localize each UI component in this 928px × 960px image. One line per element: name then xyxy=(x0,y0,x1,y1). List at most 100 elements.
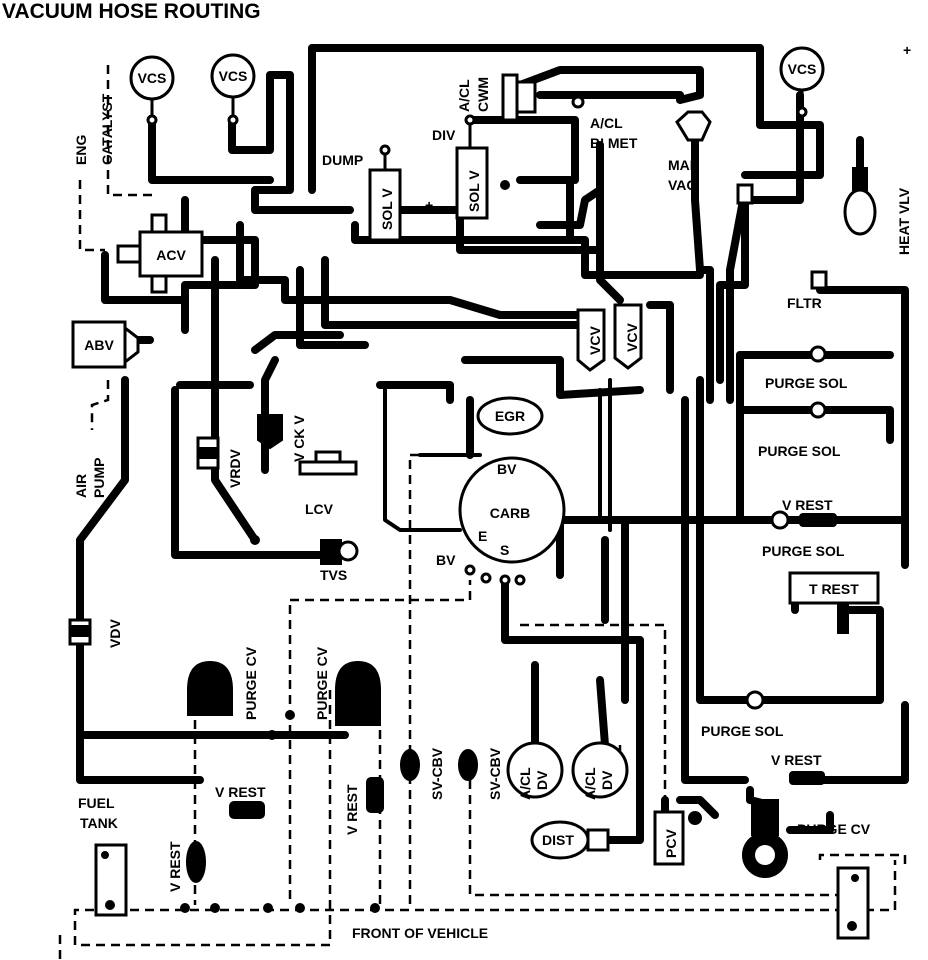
t-rest-label: T REST xyxy=(809,581,859,597)
dist-label: DIST xyxy=(542,832,574,848)
acl-cwm-label-2: CWM xyxy=(475,77,491,112)
v-rest-5-label: V REST xyxy=(344,784,360,835)
acl-dv-1-label-a: A/CL xyxy=(517,767,533,800)
vdv-label: VDV xyxy=(107,619,123,648)
purge-sol-4-label: PURGE SOL xyxy=(701,723,784,739)
vcv-valve-2: VCV xyxy=(613,303,643,370)
vcs-1-label: VCS xyxy=(138,70,167,86)
vcv-2-label: VCV xyxy=(624,323,640,352)
carb-port-2 xyxy=(480,572,492,584)
bv-top-label: BV xyxy=(497,461,517,477)
distributor: DIST xyxy=(530,820,610,860)
abv-valve: ABV xyxy=(71,320,140,369)
lcv-label: LCV xyxy=(305,501,334,517)
corner-mark: + xyxy=(903,42,911,58)
sol-v-1: SOL V xyxy=(368,144,402,242)
acv-label: ACV xyxy=(156,247,186,263)
v-rest-1-restrictor xyxy=(770,510,837,530)
carb-e-label: E xyxy=(478,528,487,544)
purge-sol-3-label: PURGE SOL xyxy=(762,543,845,559)
center-mark: + xyxy=(425,197,433,213)
carb-s-label: S xyxy=(500,542,509,558)
purge-cv-1: PURGE CV xyxy=(187,646,259,720)
pcv-label: PCV xyxy=(663,829,679,858)
purge-cv-1-label: PURGE CV xyxy=(243,646,259,720)
dashed-lines xyxy=(58,65,907,960)
vdv-valve: VDV xyxy=(68,618,123,648)
purge-cv-2-label: PURGE CV xyxy=(314,646,330,720)
acv-valve: ACV xyxy=(116,213,204,294)
acl-dv-1: A/CL DV xyxy=(506,741,564,800)
pcv-valve: PCV xyxy=(653,810,702,866)
v-rest-2-label: V REST xyxy=(771,752,822,768)
eng-label: ENG xyxy=(73,135,89,165)
fltr-label: FLTR xyxy=(787,295,822,311)
carburetor: BV CARB E S xyxy=(458,456,566,564)
right-bracket-bolt-1 xyxy=(851,874,859,882)
front-of-vehicle-label: FRONT OF VEHICLE xyxy=(352,925,488,941)
v-rest-2-restrictor xyxy=(789,771,825,785)
vrdv-valve: VRDV xyxy=(196,436,243,488)
v-rest-1-label: V REST xyxy=(782,497,833,513)
t-rest-box: T REST xyxy=(788,571,880,634)
sol-v-2-label: SOL V xyxy=(466,170,482,212)
filter xyxy=(810,270,828,290)
v-rest-4-restrictor xyxy=(186,841,206,883)
carb-port-1 xyxy=(464,564,476,576)
carb-port-3 xyxy=(499,574,511,586)
heat-valve: HEAT VLV xyxy=(843,167,912,255)
fuel-tank-bracket xyxy=(94,843,128,917)
egr-valve: EGR xyxy=(476,396,544,436)
v-rest-3-restrictor xyxy=(229,801,265,819)
acl-bimet-label-1: A/CL xyxy=(590,115,623,131)
man-vac-label-2: VAC xyxy=(668,177,697,193)
tvs-switch: TVS xyxy=(320,539,359,583)
man-vac-fitting xyxy=(675,110,712,142)
acl-bimet-port xyxy=(571,95,585,109)
fuel-tank-bolt-1 xyxy=(101,851,109,859)
v-rest-3-label: V REST xyxy=(215,784,266,800)
v-rest-5-restrictor xyxy=(366,777,384,813)
tee-fittings xyxy=(180,180,510,913)
tvs-label: TVS xyxy=(320,567,347,583)
heat-vlv-label: HEAT VLV xyxy=(896,187,912,255)
acl-bimet-label-2: BI MET xyxy=(590,135,638,151)
acl-dv-2: A/CL DV xyxy=(571,741,629,800)
v-rest-4-label: V REST xyxy=(167,841,183,892)
lcv-valve: LCV xyxy=(298,450,358,517)
sol-v-2: SOL V xyxy=(455,114,489,220)
sv-cbv-1: SV-CBV xyxy=(400,747,445,800)
catalyst-label: CATALYST xyxy=(99,93,115,165)
purge-sol-2-label: PURGE SOL xyxy=(758,443,841,459)
vacuum-hoses xyxy=(76,44,909,844)
acl-dv-2-label-a: A/CL xyxy=(582,767,598,800)
fuel-tank-label-1: FUEL xyxy=(78,795,115,811)
vcs-sensor-1: VCS xyxy=(129,55,175,126)
acl-cwm: A/CL CWM xyxy=(456,73,537,122)
vcs-sensor-3: VCS xyxy=(779,46,825,118)
vcv-1-label: VCV xyxy=(587,326,603,355)
sv-cbv-1-label: SV-CBV xyxy=(429,747,445,800)
vcs-sensor-2: VCS xyxy=(210,53,256,126)
diagram-title: VACUUM HOSE ROUTING xyxy=(2,0,261,23)
fuel-tank-bolt-2 xyxy=(105,900,115,910)
acl-dv-2-label-b: DV xyxy=(599,770,615,790)
v-ck-v-valve: V CK V xyxy=(257,414,307,462)
v-ck-v-label: V CK V xyxy=(291,415,307,462)
sv-cbv-2: SV-CBV xyxy=(458,747,503,800)
acl-cwm-label-1: A/CL xyxy=(456,79,472,112)
vcv-valve-1: VCV xyxy=(576,308,606,372)
purge-sol-1-label: PURGE SOL xyxy=(765,375,848,391)
sol-v-1-label: SOL V xyxy=(379,188,395,230)
purge-cv-3-label: PURGE CV xyxy=(797,821,871,837)
man-vac-label-1: MAN xyxy=(668,157,700,173)
bv-left-label: BV xyxy=(436,552,456,568)
vcs-3-label: VCS xyxy=(788,61,817,77)
fuel-tank-label-2: TANK xyxy=(80,815,118,831)
div-label: DIV xyxy=(432,127,456,143)
sv-cbv-2-label: SV-CBV xyxy=(487,747,503,800)
air-pump-label-2: PUMP xyxy=(91,458,107,498)
carb-port-4 xyxy=(514,574,526,586)
vrdv-label: VRDV xyxy=(227,448,243,488)
